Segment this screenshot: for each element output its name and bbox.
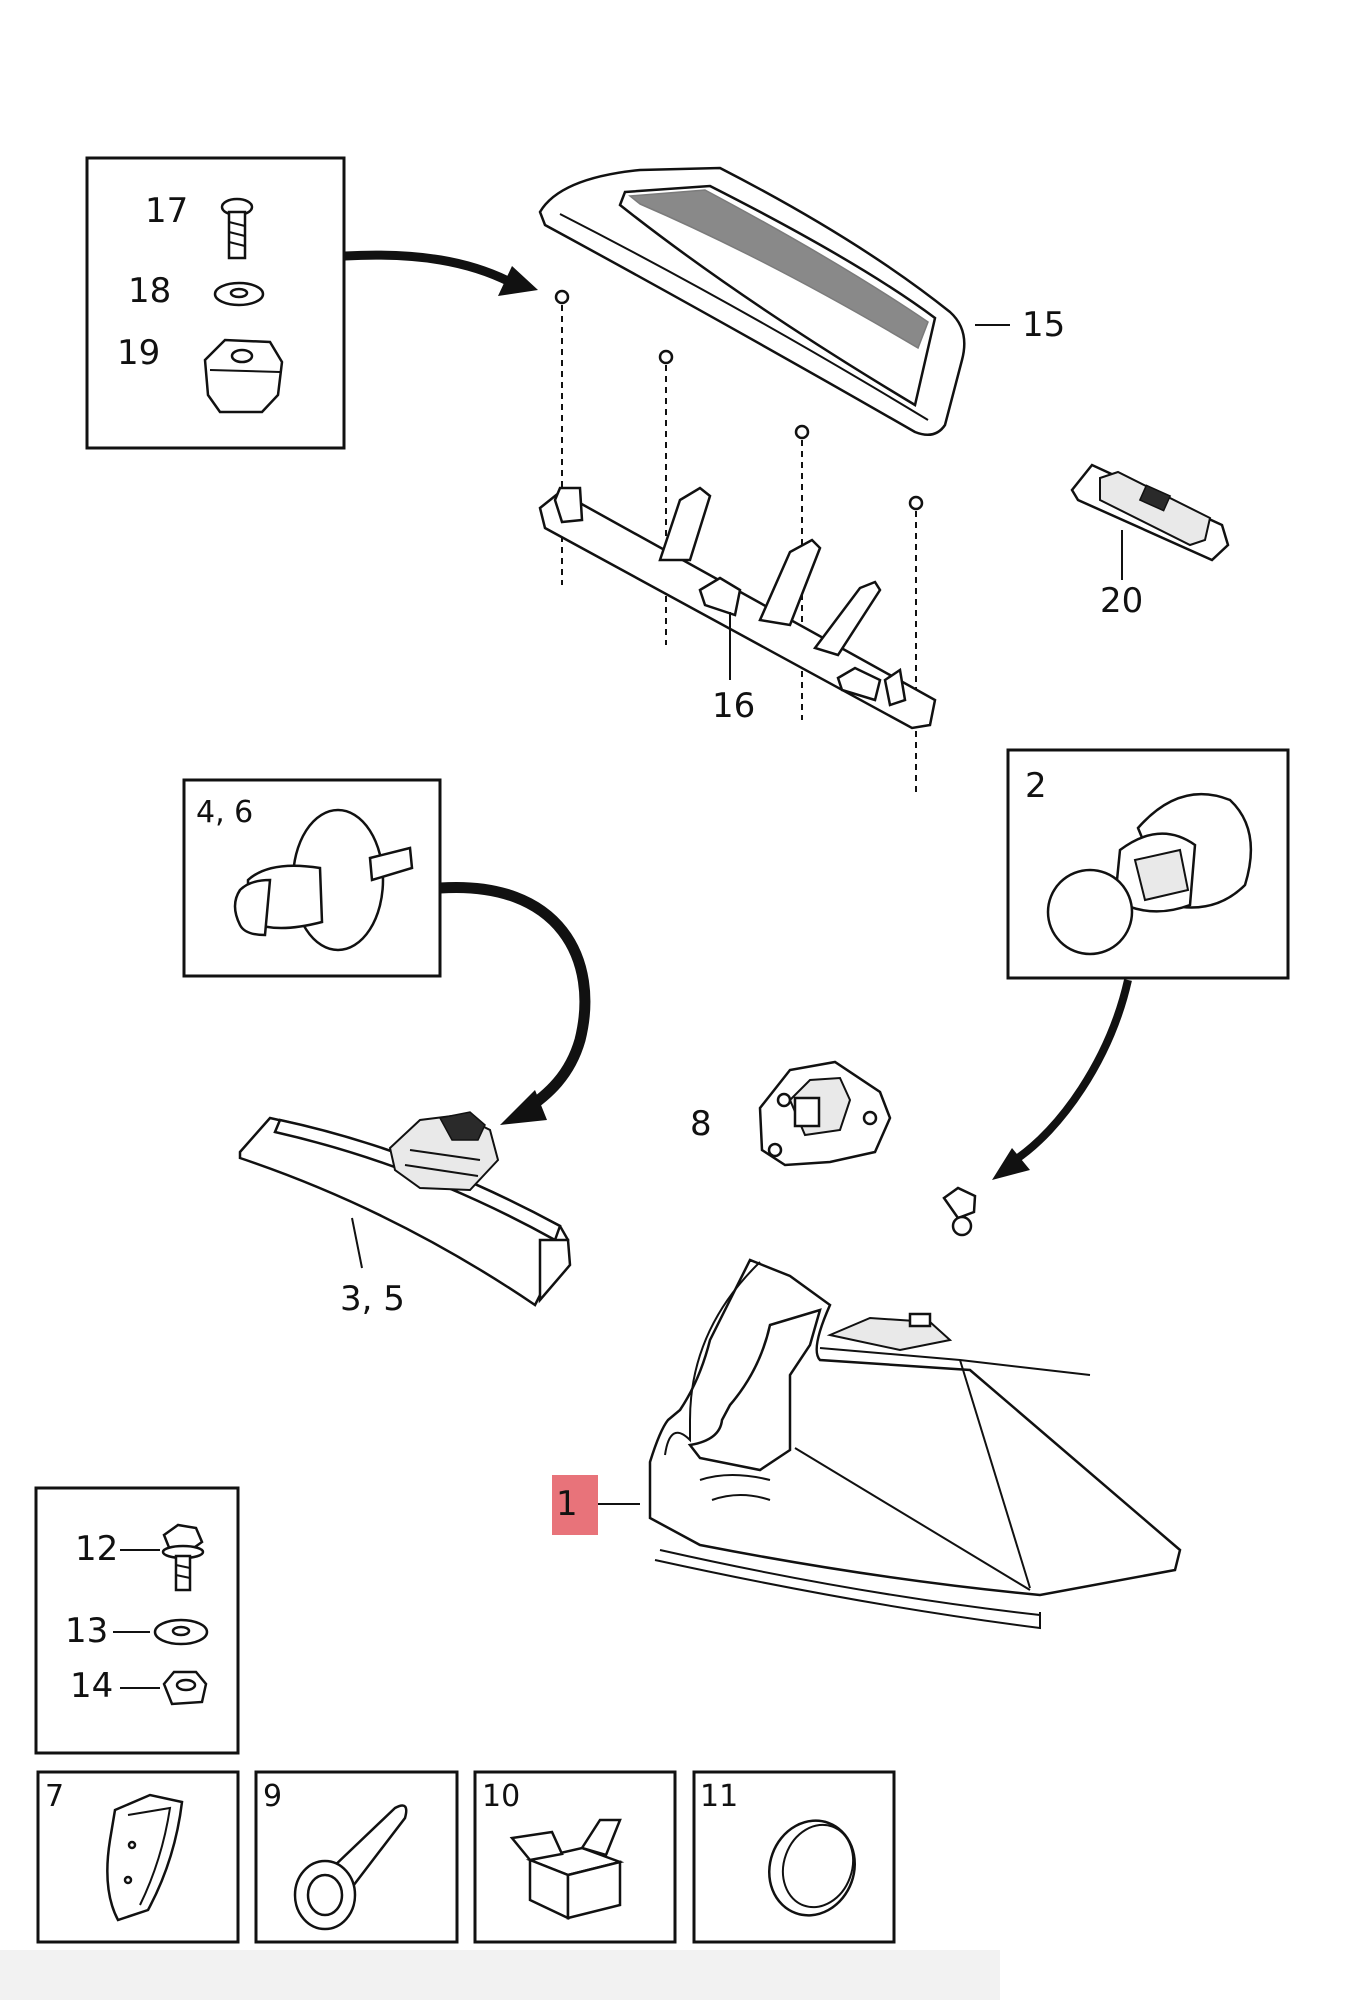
callout-19: 19: [117, 333, 160, 373]
accessory-box-7: 7: [36, 1770, 240, 1944]
callout-17: 17: [145, 191, 188, 231]
highlight-marker: [552, 1475, 598, 1535]
arrow-bulb-2-to-socket: [992, 979, 1132, 1180]
socket-key-icon-9: [293, 1804, 408, 1931]
license-plate-lamp-20: 20: [1070, 463, 1230, 621]
gasket-icon-7: [106, 1793, 184, 1922]
arrow-bulb-to-lamp-3-5: [439, 881, 591, 1125]
callout-13: 13: [65, 1611, 108, 1651]
callout-1-highlight: 1: [552, 1475, 640, 1535]
bolt-icon-12: [161, 1523, 205, 1592]
accessory-box-11-frame: [692, 1770, 896, 1944]
washer-icon-18: [213, 281, 265, 307]
callout-10: 10: [482, 1779, 520, 1814]
accessory-box-7-frame: [36, 1770, 240, 1944]
bayonet-bulb-icon: [1046, 792, 1253, 956]
callout-14: 14: [70, 1666, 113, 1706]
footer-band: [0, 1950, 1000, 2000]
callout-15: 15: [1022, 305, 1065, 345]
bulb-box-2: 2: [1006, 748, 1290, 980]
lamp-connector: [388, 1111, 500, 1192]
callout-7: 7: [45, 1779, 64, 1814]
rear-lamp-unit-3-5: 3, 5: [238, 1111, 572, 1319]
clip-nut-icon-19: [203, 338, 284, 414]
accessory-box-9-frame: [254, 1770, 459, 1944]
arrow-fasteners-to-brake-light: [344, 250, 538, 296]
screw-icon-17: [220, 197, 254, 260]
callout-9: 9: [263, 1779, 282, 1814]
fastener-box-frame: [85, 156, 346, 450]
bulb-box-4-6-frame: [182, 778, 442, 978]
bulb-box-2-frame: [1006, 748, 1290, 980]
accessory-box-10-frame: [473, 1770, 677, 1944]
callout-16: 16: [712, 686, 755, 726]
accessory-box-11: 11: [692, 1770, 896, 1944]
callout-11: 11: [700, 1779, 738, 1814]
fastener-box-12-14: 12 13 14: [34, 1486, 240, 1755]
flange-nut-icon-14: [162, 1670, 208, 1706]
package-box-icon-10: [509, 1818, 625, 1920]
accessory-box-10: 10: [473, 1770, 677, 1944]
fastener-box-12-14-frame: [34, 1486, 240, 1755]
bulb-holder-8: 8: [690, 1060, 892, 1167]
wedge-bulb-icon: [233, 808, 414, 952]
callout-1: 1: [556, 1484, 578, 1524]
callout-18: 18: [128, 271, 171, 311]
high-mount-brake-light-15: 15: [538, 166, 1065, 437]
callout-20: 20: [1100, 581, 1143, 621]
callout-3-5: 3, 5: [340, 1279, 405, 1319]
small-bulb-icon: [942, 1186, 977, 1237]
tail-lamp-housing-1: [648, 1258, 1182, 1630]
mounting-bracket-16: 16: [538, 486, 937, 730]
plug-cap-icon-11: [768, 1819, 856, 1917]
fastener-box-17-19: 17 18 19: [85, 156, 346, 450]
bulb-box-4-6: 4, 6: [182, 778, 442, 978]
washer-icon-13: [153, 1618, 209, 1646]
callout-2: 2: [1025, 766, 1047, 806]
callout-12: 12: [75, 1529, 118, 1569]
callout-8: 8: [690, 1104, 712, 1144]
bracket-screws: [554, 289, 924, 792]
callout-4-6: 4, 6: [196, 795, 253, 830]
accessory-box-9: 9: [254, 1770, 459, 1944]
